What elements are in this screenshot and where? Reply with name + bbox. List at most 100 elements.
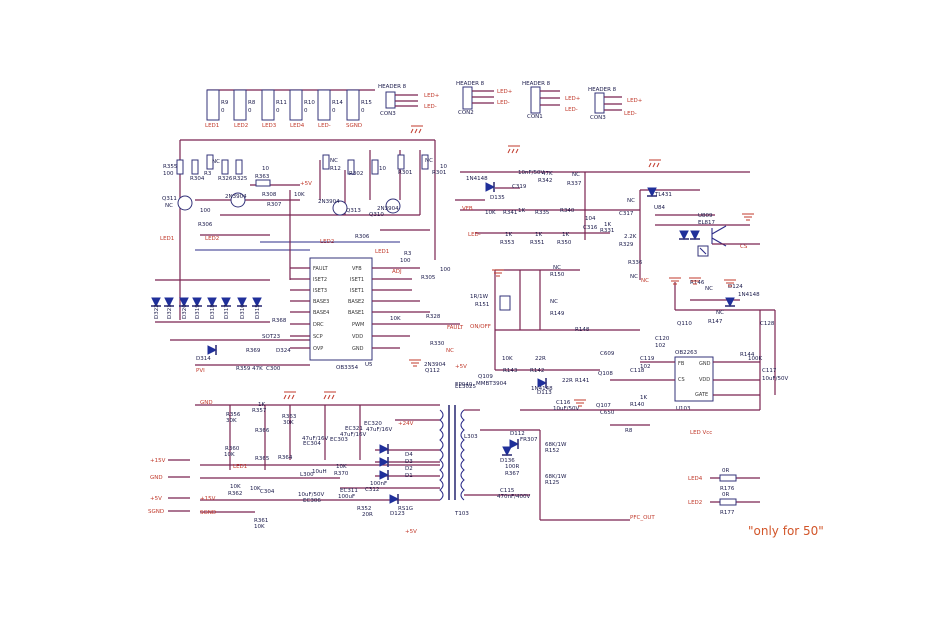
svg-text:470nF/400V: 470nF/400V [497, 494, 530, 500]
svg-text:10K: 10K [224, 452, 235, 458]
svg-text:R151: R151 [475, 302, 489, 308]
header-con2: HEADER 8 CON2 LED+ LED- [456, 81, 513, 116]
svg-text:100: 100 [400, 258, 411, 264]
svg-text:LED2: LED2 [205, 236, 219, 242]
svg-text:1K: 1K [604, 222, 611, 228]
svg-text:10uF/50V: 10uF/50V [553, 406, 579, 412]
svg-text:D123: D123 [390, 511, 405, 517]
svg-text:R329: R329 [619, 242, 634, 248]
svg-text:FAULT: FAULT [313, 266, 329, 272]
svg-text:EC320: EC320 [364, 421, 382, 427]
svg-text:NC: NC [641, 278, 649, 284]
svg-text:R147: R147 [708, 319, 723, 325]
svg-text:R8: R8 [248, 100, 256, 106]
svg-text:D320: D320 [182, 304, 188, 319]
svg-text:100: 100 [440, 267, 451, 273]
svg-text:Q107: Q107 [596, 403, 611, 409]
svg-text:10nF/50V: 10nF/50V [518, 170, 544, 176]
svg-text:R361: R361 [254, 518, 268, 524]
svg-text:1K: 1K [258, 402, 265, 408]
svg-text:C609: C609 [600, 351, 615, 357]
svg-text:ISET3: ISET3 [313, 288, 327, 294]
diode-row: D322 D321 D320 D319 D318 D317 D316 D315 [151, 297, 262, 319]
svg-text:C312: C312 [365, 487, 379, 493]
svg-text:100K: 100K [748, 356, 762, 362]
svg-text:LED-: LED- [424, 104, 437, 110]
svg-text:D317: D317 [224, 304, 230, 319]
svg-text:0: 0 [276, 108, 280, 114]
svg-text:10uF/50V: 10uF/50V [762, 376, 788, 382]
svg-text:LED-: LED- [468, 232, 481, 238]
svg-text:D1: D1 [405, 473, 413, 479]
svg-text:LED2: LED2 [234, 123, 248, 129]
svg-text:C116: C116 [556, 400, 571, 406]
svg-text:+15V: +15V [200, 496, 216, 502]
svg-text:Q311: Q311 [162, 196, 177, 202]
svg-text:R3: R3 [204, 171, 212, 177]
svg-text:47uF/16V: 47uF/16V [340, 432, 366, 438]
svg-text:R353: R353 [500, 240, 515, 246]
svg-text:+5V: +5V [150, 496, 162, 502]
svg-text:CS: CS [740, 244, 748, 250]
svg-text:2N3904: 2N3904 [377, 206, 399, 212]
svg-text:NC: NC [572, 172, 580, 178]
svg-text:22R: 22R [562, 378, 573, 384]
svg-text:R125: R125 [545, 480, 560, 486]
svg-text:EL817: EL817 [698, 220, 716, 226]
svg-text:1R/1W: 1R/1W [470, 294, 489, 300]
svg-text:FB: FB [678, 361, 685, 367]
svg-text:NC: NC [212, 159, 220, 165]
svg-text:1K: 1K [640, 395, 647, 401]
svg-text:R152: R152 [545, 448, 559, 454]
header-con1: HEADER 8 CON1 LED+ LED- [522, 81, 581, 120]
svg-text:HEADER 8: HEADER 8 [456, 81, 485, 87]
svg-text:FR307: FR307 [520, 437, 538, 443]
svg-text:R11: R11 [276, 100, 287, 106]
svg-text:R304: R304 [190, 176, 205, 182]
svg-text:BASE2: BASE2 [348, 299, 364, 305]
svg-text:SGND: SGND [346, 123, 362, 129]
svg-text:10uH: 10uH [312, 469, 327, 475]
svg-text:R14: R14 [332, 100, 343, 106]
svg-text:NC: NC [630, 274, 638, 280]
svg-text:D136: D136 [500, 458, 515, 464]
svg-text:D318: D318 [210, 304, 216, 319]
svg-text:102: 102 [640, 364, 651, 370]
svg-text:10K: 10K [502, 356, 513, 362]
svg-text:D316: D316 [240, 304, 246, 319]
svg-text:R306: R306 [198, 222, 213, 228]
svg-text:R148: R148 [575, 327, 590, 333]
svg-text:R363: R363 [255, 174, 270, 180]
svg-text:R362: R362 [228, 491, 242, 497]
svg-text:47K: 47K [542, 171, 553, 177]
svg-text:R367: R367 [505, 471, 520, 477]
svg-text:GND: GND [352, 346, 364, 352]
svg-text:D135: D135 [490, 195, 505, 201]
svg-text:DRC: DRC [313, 322, 324, 328]
svg-text:ON/OFF: ON/OFF [470, 324, 491, 330]
svg-text:EC304: EC304 [303, 441, 321, 447]
svg-text:R336: R336 [628, 260, 643, 266]
svg-text:R370: R370 [334, 471, 349, 477]
svg-text:D4: D4 [405, 452, 413, 458]
svg-text:C317: C317 [619, 211, 634, 217]
svg-text:R363: R363 [282, 414, 297, 420]
svg-text:NC: NC [716, 310, 724, 316]
svg-text:D315: D315 [255, 304, 261, 319]
svg-text:RS1G: RS1G [398, 506, 413, 512]
svg-text:Q310: Q310 [369, 212, 384, 218]
svg-text:EC311: EC311 [340, 488, 358, 494]
svg-text:LED-: LED- [565, 107, 578, 113]
svg-text:Q109: Q109 [478, 374, 493, 380]
svg-text:EE3025: EE3025 [455, 384, 476, 390]
svg-text:SOT23: SOT23 [262, 334, 281, 340]
svg-text:SGND: SGND [200, 510, 216, 516]
svg-text:NC: NC [446, 348, 454, 354]
svg-text:D314: D314 [196, 356, 211, 362]
jumper-r8: R80 [233, 89, 256, 121]
svg-text:EC321: EC321 [345, 426, 363, 432]
svg-text:EC306: EC306 [303, 498, 321, 504]
